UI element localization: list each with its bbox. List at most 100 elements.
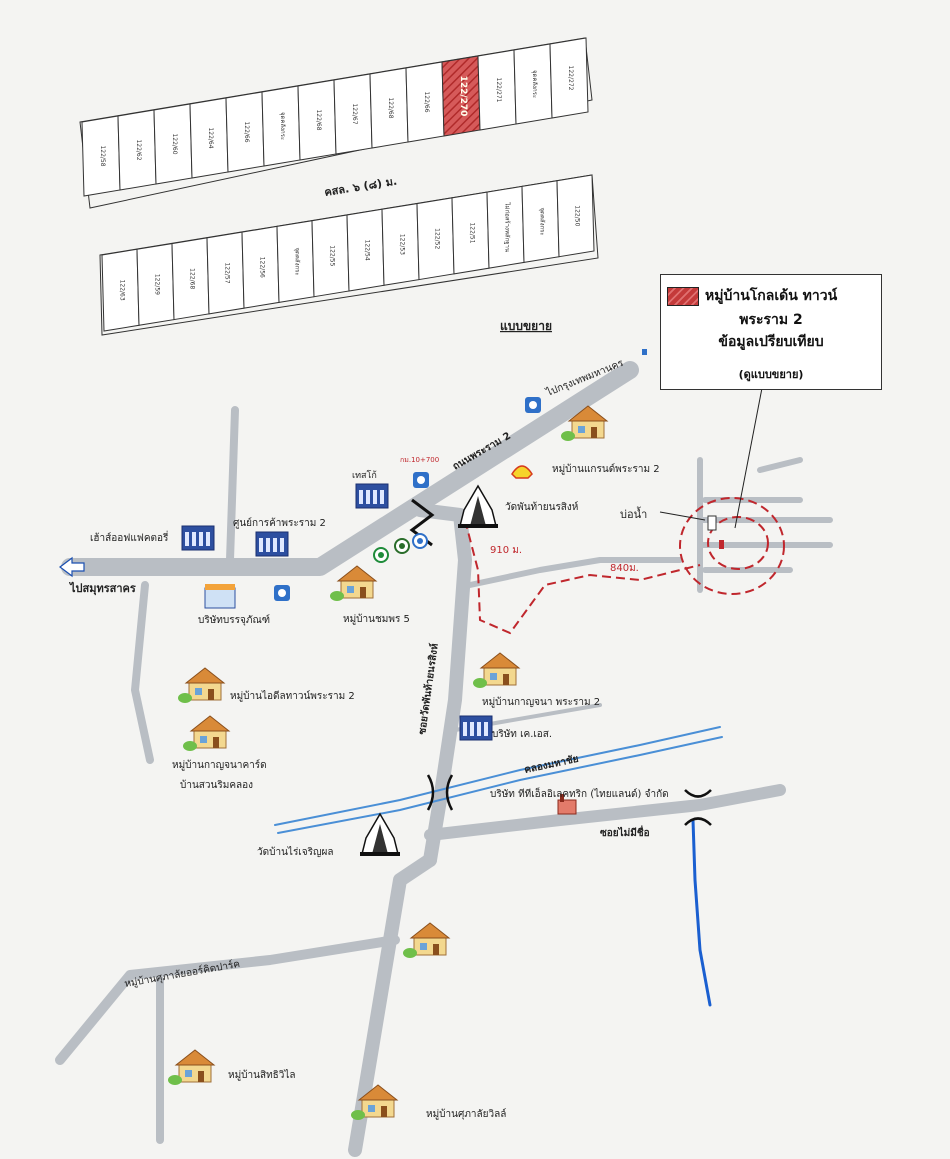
wat2-temple-icon: [360, 812, 400, 856]
tree-icon: [394, 538, 410, 554]
tesco-building-icon: [355, 483, 389, 509]
label-village-5: หมู่บ้านกาญจนาคาร์ด: [172, 759, 267, 771]
plot-label: 122/63: [119, 280, 126, 301]
label-pond: บ่อน้ำ: [620, 506, 647, 521]
label-village-5b: บ้านสวนริมคลอง: [180, 779, 253, 791]
company-building-icon: [459, 715, 493, 741]
label-to-samut-sakhon: ไปสมุทรสาคร: [68, 581, 136, 596]
plot-label: 122/50: [574, 205, 581, 226]
house-icon: [330, 565, 378, 601]
secondary-road: [413, 503, 472, 867]
label-company-2: บริษัท เค.เอส.: [492, 729, 552, 740]
company-icon: [204, 584, 236, 609]
house-icon: [183, 715, 231, 751]
label-central: ศูนย์การค้าพระราม 2: [233, 517, 326, 529]
legend-line-4: (ดูแบบขยาย): [738, 368, 804, 381]
plot-label: 122/59: [154, 274, 161, 295]
label-dist2: 840ม.: [610, 563, 639, 574]
legend-line-2: พระราม 2: [739, 312, 803, 328]
plot-label: 122/270: [458, 76, 468, 117]
label-village-7: หมู่บ้านสิทธิวิไล: [228, 1069, 296, 1081]
roads: [55, 361, 833, 1157]
plot-label: 122/60: [171, 133, 178, 154]
plot-label: 122/58: [99, 145, 106, 166]
target-marker: [719, 540, 724, 549]
central-building-icon: [255, 531, 289, 557]
label-wat2: วัดบ้านไร่เจริญผล: [257, 846, 333, 858]
plot-label: 122/67: [351, 103, 358, 124]
house-icon: [403, 922, 451, 958]
marker-icon: [642, 349, 647, 355]
plot-label: 122/64: [207, 127, 214, 148]
canals: [274, 726, 723, 1007]
plot-label: 122/66: [423, 91, 430, 112]
plot-label: 122/68: [315, 109, 322, 130]
target-area: [679, 497, 785, 595]
label-soi: ซอยวัดพันท้ายนรสิงห์: [416, 642, 441, 735]
house-icon: [351, 1084, 399, 1120]
plot-bottom-row: 122/63 122/59 122/68 122/57 122/56 จุดคลังกระ…: [101, 174, 595, 332]
route: [464, 497, 785, 635]
legend-line-1: หมู่บ้านโกลเด้น ทาวน์: [705, 288, 838, 304]
legend-box: หมู่บ้านโกลเด้น ทาวน์ พระราม 2 ข้อมูลเปร…: [660, 274, 882, 390]
house-icon: [561, 405, 609, 441]
label-company-1: บริษัทบรรจุภัณฑ์: [198, 614, 270, 626]
plot-label: ไม่ก่อสร้างหลักฐาน: [504, 202, 512, 252]
plot-label: จุดคลังกระ: [294, 248, 301, 276]
ptt-icon: [525, 397, 541, 413]
plot-label: จุดคลังกระ: [539, 208, 546, 236]
factory-outlet-building-icon: [181, 525, 215, 551]
tree-icon: [373, 547, 389, 563]
plot-top-row: 122/58 122/62 122/60 122/64 122/66 จุดคลังกระ…: [81, 37, 589, 197]
plot: [549, 37, 589, 119]
plot: [556, 174, 595, 258]
canal-vertical: [691, 818, 712, 1007]
plot-label: 122/62: [135, 139, 142, 160]
plot-label: 122/54: [364, 240, 371, 261]
plot-label: 122/272: [567, 66, 574, 91]
gas-pump-icon: [413, 472, 429, 488]
plot-label: จุดคลังกระ: [279, 112, 286, 140]
plot-label: 122/68: [189, 268, 196, 289]
label-wat: วัดพันท้ายนรสิงห์: [505, 501, 578, 513]
soi-label: คสล. ๖ (๘) ม.: [323, 175, 398, 199]
expand-label: แบบขยาย: [500, 319, 552, 333]
label-dist1: 910 ม.: [490, 545, 522, 556]
shell-gas-icon: [511, 465, 533, 479]
rama2-road: [61, 361, 639, 576]
canal-mahachai: [274, 726, 721, 826]
west-arrow-icon: [59, 556, 85, 578]
pond-marker: [707, 515, 717, 531]
plot-label: 122/53: [399, 234, 406, 255]
label-factory-outlet: เฮ้าส์ออฟแฟคตอรี่: [90, 530, 169, 544]
house-icon: [178, 667, 226, 703]
plot-label: 122/56: [259, 257, 266, 278]
house-icon: [473, 652, 521, 688]
label-village-2: หมู่บ้านชมพร 5: [343, 613, 410, 625]
wat-temple-icon: [458, 484, 498, 528]
plot-label: 122/57: [224, 262, 231, 283]
plot-label: 122/55: [329, 245, 336, 266]
plot-label: 122/271: [495, 78, 502, 103]
legend-swatch: [667, 287, 699, 306]
bus-stop-icon: [412, 533, 428, 549]
label-soi-noname: ซอยไม่มีชื่อ: [600, 825, 650, 839]
plot-label: 122/52: [434, 228, 441, 249]
label-grand-village: หมู่บ้านแกรนด์พระราม 2: [552, 463, 660, 475]
plot-label: จุดคลังกระ: [531, 70, 538, 98]
factory-icon: [557, 794, 577, 815]
label-company-3: บริษัท ทีทีเอ็ลอิเลคทริก (ไทยแลนด์) จำกั…: [490, 786, 669, 800]
plot-label: 122/51: [469, 222, 476, 243]
label-village-3: หมู่บ้านไอดีลทาวน์พระราม 2: [230, 690, 355, 702]
legend-line-3: ข้อมูลเปรียบเทียบ: [718, 334, 824, 350]
plot-label: 122/66: [243, 121, 250, 142]
plot-label: 122/68: [387, 97, 394, 118]
label-village-4: หมู่บ้านกาญจนา พระราม 2: [482, 696, 600, 708]
label-village-8: หมู่บ้านศุภาลัยวิลล์: [426, 1108, 506, 1120]
ptt-icon: [274, 585, 290, 601]
label-km: กม.10+700: [400, 456, 439, 464]
house-icon: [168, 1049, 216, 1085]
label-tesco: เทสโก้: [352, 470, 377, 481]
